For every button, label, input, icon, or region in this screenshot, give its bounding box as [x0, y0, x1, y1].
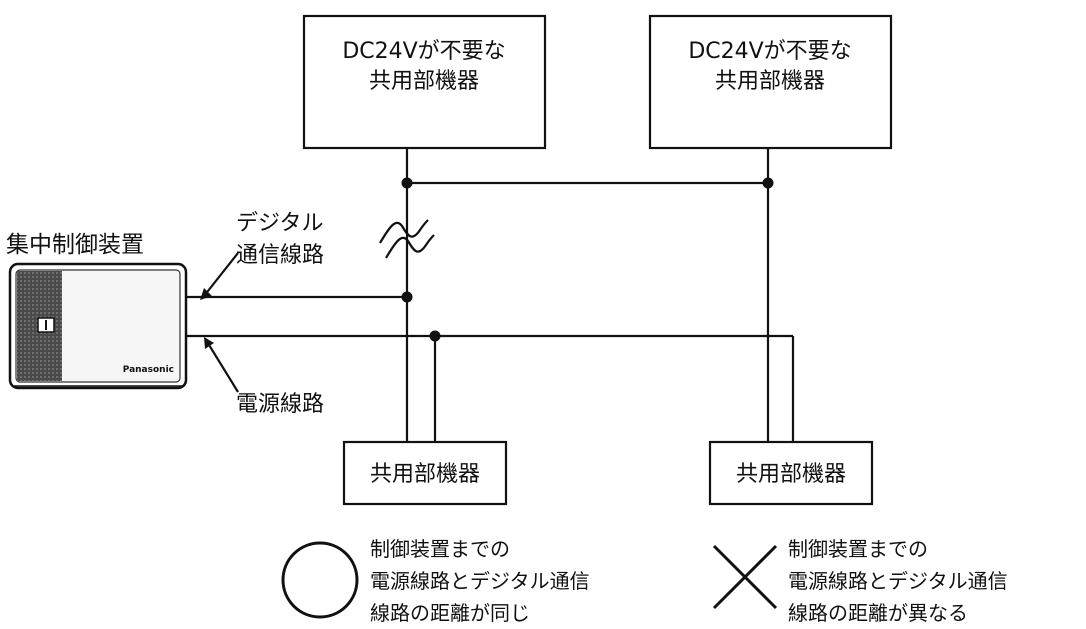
power-line — [186, 334, 795, 442]
good-circle-icon — [281, 541, 359, 619]
digital-label-leader — [203, 252, 239, 297]
controller-brand-logo: Panasonic — [123, 365, 174, 375]
bad-note-line3: 線路の距離が異なる — [788, 601, 968, 625]
digital-line-label-1: デジタル — [236, 211, 324, 236]
controller-device: Panasonic — [8, 262, 188, 390]
bad-note-line2: 電源線路とデジタル通信 — [788, 569, 1008, 593]
good-note-line1: 制御装置までの — [370, 537, 510, 561]
power-label-leader — [205, 339, 239, 393]
line-break-symbol — [379, 219, 435, 259]
top-device-1-line2: 共用部機器 — [369, 69, 479, 94]
bottom-device-1-label: 共用部機器 — [370, 462, 480, 487]
top-device-1-line1: DC24Vが不要な — [342, 39, 505, 64]
digital-leader-arrow — [200, 288, 212, 300]
bad-note-line1: 制御装置までの — [788, 537, 928, 561]
top-device-2-line1: DC24Vが不要な — [688, 39, 851, 64]
power-leader-arrow — [204, 337, 214, 349]
junction-dots — [401, 177, 774, 342]
bottom-device-2-label: 共用部機器 — [736, 462, 846, 487]
good-note-line3: 線路の距離が同じ — [370, 601, 530, 625]
top-device-2-line2: 共用部機器 — [715, 69, 825, 94]
digital-line-label-2: 通信線路 — [236, 243, 324, 268]
bottom-device-1: 共用部機器 — [342, 440, 508, 506]
bottom-device-2: 共用部機器 — [708, 440, 874, 506]
good-note-line2: 電源線路とデジタル通信 — [370, 569, 590, 593]
bad-cross-icon — [712, 544, 778, 610]
top-device-2: DC24Vが不要な 共用部機器 — [648, 14, 893, 150]
top-device-1: DC24Vが不要な 共用部機器 — [302, 14, 547, 150]
power-line-label: 電源線路 — [236, 392, 324, 417]
controller-title: 集中制御装置 — [6, 232, 144, 258]
